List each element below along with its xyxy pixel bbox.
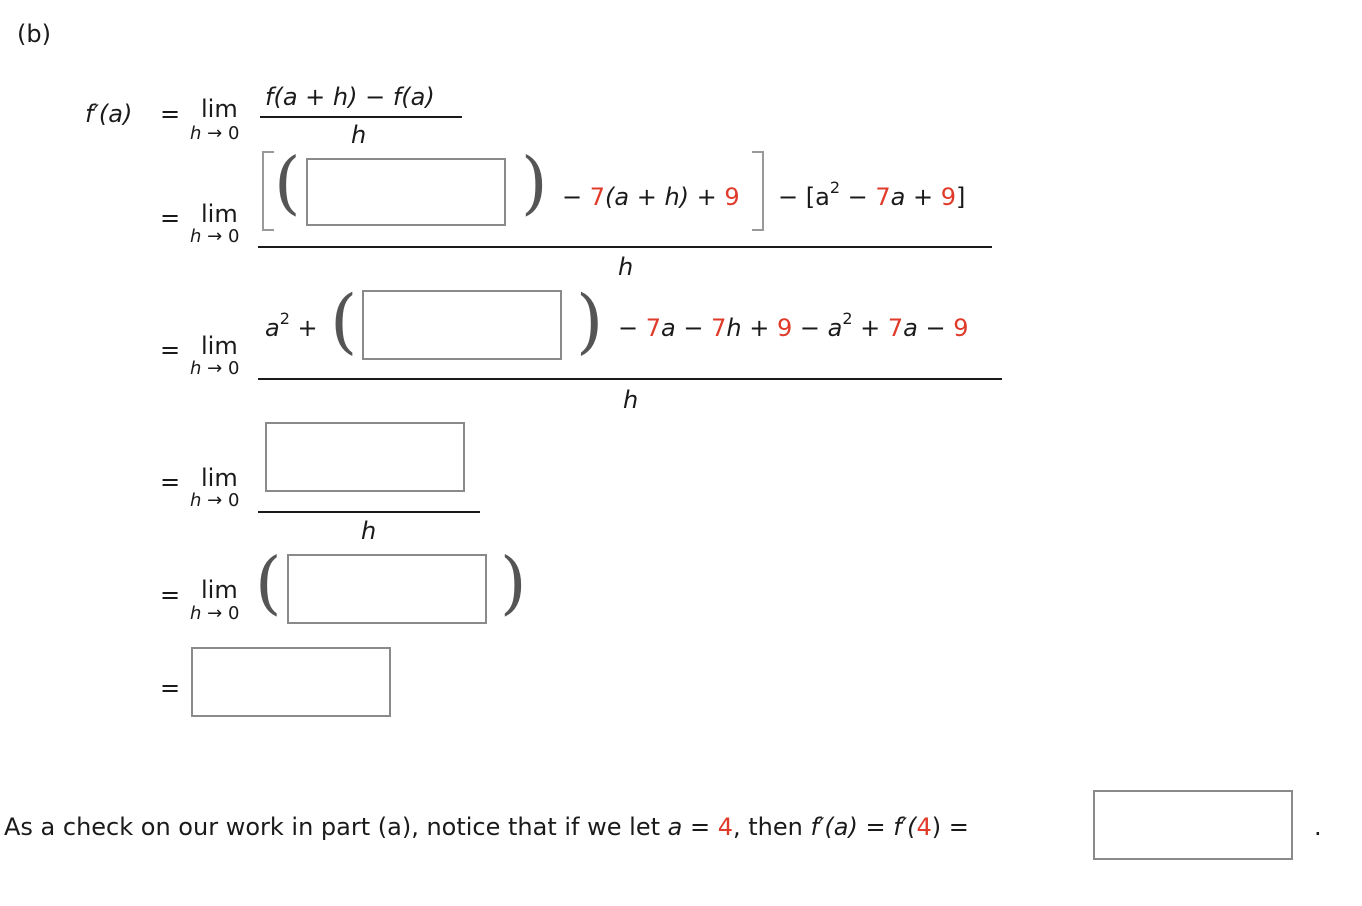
subtracted-expression: − [a2 − 7a + 9] (778, 178, 966, 211)
fraction-denominator: h (618, 253, 634, 281)
equals-sign: = (160, 468, 181, 496)
fraction-bar (258, 246, 992, 248)
difference-quotient-numerator: f(a + h) − f(a) (265, 83, 435, 111)
lim-subscript: h → 0 (190, 358, 240, 379)
expanded-expression: − 7a − 7h + 9 − a2 + 7a − 9 (618, 309, 969, 342)
left-paren: ( (274, 144, 301, 223)
expression-input-2[interactable] (362, 290, 562, 360)
fprime-lhs: f′(a) (85, 100, 133, 128)
numerator-input-3[interactable] (265, 422, 465, 492)
fraction-bar (260, 116, 462, 118)
left-bracket (262, 151, 274, 231)
lim-label: lim (201, 200, 238, 228)
left-paren: ( (330, 280, 358, 362)
fraction-denominator: h (361, 517, 377, 545)
expression-input-4[interactable] (287, 554, 487, 624)
equals-sign: = (160, 581, 181, 609)
lim-label: lim (201, 464, 238, 492)
lim-label: lim (201, 332, 238, 360)
right-bracket (752, 151, 764, 231)
check-answer-input[interactable] (1093, 790, 1293, 860)
equals-sign: = (160, 100, 181, 128)
lim-label: lim (201, 576, 238, 604)
part-label: (b) (17, 20, 51, 48)
right-paren: ) (521, 144, 548, 223)
fraction-denominator: h (351, 121, 367, 149)
lim-subscript: h → 0 (190, 226, 240, 247)
numerator-expression: − 7(a + h) + 9 (562, 183, 740, 211)
equals-sign: = (160, 674, 181, 702)
final-answer-input[interactable] (191, 647, 391, 717)
equals-sign: = (160, 204, 181, 232)
check-sentence: As a check on our work in part (a), noti… (4, 813, 969, 841)
lim-subscript: h → 0 (190, 123, 240, 144)
expression-input-1[interactable] (306, 158, 506, 226)
sentence-period: . (1314, 813, 1322, 841)
right-paren: ) (576, 280, 604, 362)
left-paren: ( (255, 544, 282, 623)
a-squared-term: a2 + (265, 309, 318, 342)
fraction-denominator: h (623, 386, 639, 414)
lim-subscript: h → 0 (190, 603, 240, 624)
fraction-bar (258, 511, 480, 513)
right-paren: ) (500, 544, 527, 623)
equals-sign: = (160, 336, 181, 364)
lim-subscript: h → 0 (190, 490, 240, 511)
fraction-bar (258, 378, 1002, 380)
lim-label: lim (201, 95, 238, 123)
